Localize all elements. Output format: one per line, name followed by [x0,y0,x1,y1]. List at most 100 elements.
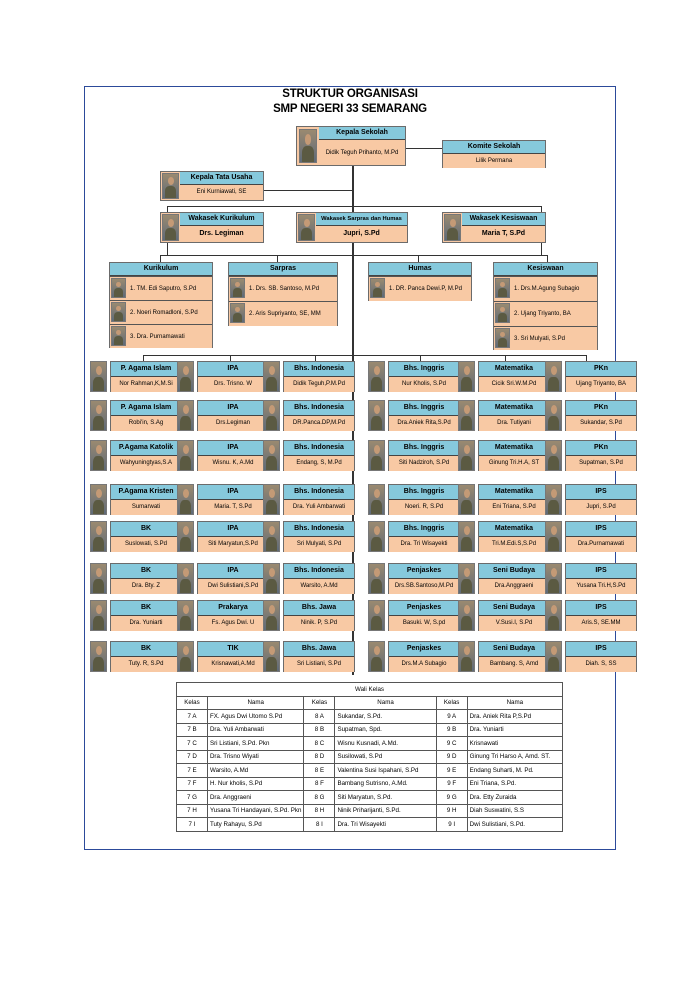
teacher-photo [545,600,562,631]
nama-cell: Dra. Anggraeni [206,790,305,805]
unit-member: 1. Drs.M.Agung Subagio [494,276,597,301]
nama-cell: Susilowati, S.Pd [334,749,437,764]
teacher-subject: BK [111,522,181,537]
kelas-cell: 8 G [303,790,336,805]
teacher-name: Aris.S, SE.MM [566,616,636,631]
teacher-photo [458,400,475,431]
teacher-photo [545,400,562,431]
nama-cell: Sri Listiani, S.Pd. Pkn [206,736,305,751]
unit-title: Kesiswaan [494,263,597,276]
teacher-name: Diah. S, SS [566,657,636,672]
wakasek-kesiswaan-box: Wakasek Kesiswaan Maria T, S.Pd [442,212,546,243]
nama-cell: Dra. Etty Zuraida [466,790,564,805]
teacher-photo [263,440,280,471]
teacher-name: Dra.Purnamawati [566,537,636,552]
nama-cell: Wisnu Kusnadi, A.Md. [334,736,437,751]
teacher-name: Suslowati, S.Pd [111,537,181,552]
teacher-photo [545,361,562,392]
teacher-name: Dra. Bty. Z [111,579,181,594]
wali-kelas-title: Wali Kelas [176,682,563,697]
kelas-cell: 7 B [176,722,208,737]
kelas-cell: 8 D [303,749,336,764]
teacher-name: Dra. Tri Wisayekti [389,537,459,552]
unit-kurikulum-box: Kurikulum 1. TM. Edi Saputro, S.Pd 2. No… [109,262,213,348]
unit-kesiswaan-box: Kesiswaan 1. Drs.M.Agung Subagio 2. Ujan… [493,262,598,350]
teacher-subject: BK [111,564,181,579]
photo-avatar [299,129,317,163]
nama-cell: Dwi Sulistiani, S.Pd. [466,817,564,832]
kelas-cell: 9 D [435,749,468,764]
nama-cell: Ninik Priharijanti, S.Pd. [334,803,437,818]
photo-avatar [111,326,126,346]
teacher-name: Didik Teguh,P.M.Pd [284,377,354,392]
nama-cell: Warsito, A.Md [206,763,305,778]
teacher-subject: Bhs. Indonesia [284,401,354,416]
photo-avatar [444,214,461,241]
kelas-cell: 7 F [176,776,208,791]
teacher-photo [177,484,194,515]
teacher-subject: IPA [198,401,268,416]
teacher-name: Drs. Trisno. W [198,377,268,392]
teacher-photo [545,484,562,515]
teacher-subject: Bhs. Jawa [284,642,354,657]
kelas-cell: 8 I [303,817,336,832]
kepala-sekolah-name: Didik Teguh Prihanto, M.Pd [319,141,405,165]
nama-cell: Dra. Trisno Wiyati [206,749,305,764]
teacher-photo [368,563,385,594]
teacher-subject: Matematika [479,485,549,500]
wakasek-kurikulum-box: Wakasek Kurikulum Drs. Legiman [160,212,264,243]
teacher-subject: Bhs. Jawa [284,601,354,616]
teacher-name: Dra. Yuniarti [111,616,181,631]
tata-usaha-title: Kepala Tata Usaha [180,172,263,185]
kelas-cell: 7 D [176,749,208,764]
teacher-subject: Bhs. Inggris [389,485,459,500]
nama-cell: Dra. Aniek Rita P,S.Pd [466,709,564,724]
nama-cell: Ginung Tri Harso A, Amd. ST. [466,749,564,764]
wakasek-title: Wakasek Kurikulum [180,213,263,226]
document-subtitle: SMP NEGERI 33 SEMARANG [273,103,427,115]
teacher-name: Dwi Sulistiani,S.Pd [198,579,268,594]
teacher-photo [368,641,385,672]
kelas-cell: 7 H [176,803,208,818]
teacher-name: Ginung Tri.H.A, ST [479,456,549,471]
teacher-subject: TIK [198,642,268,657]
teacher-photo [90,600,107,631]
teacher-subject: IPA [198,362,268,377]
nama-cell: Yusana Tri Handayani, S.Pd. Pkn [206,803,305,818]
teacher-photo [177,563,194,594]
teacher-photo [458,440,475,471]
teacher-subject: P. Agama Islam [111,401,181,416]
photo-avatar [495,328,510,348]
teacher-photo [368,484,385,515]
teacher-name: Bambang. S, Amd [479,657,549,672]
photo-avatar [162,173,179,199]
teacher-subject: P.Agama Katolik [111,441,181,456]
unit-title: Humas [369,263,471,276]
nama-cell: Supatman, Spd. [334,722,437,737]
unit-sarpras-box: Sarpras 1. Drs. SB. Santoso, M.Pd 2. Ari… [228,262,338,326]
teacher-subject: Bhs. Inggris [389,441,459,456]
wakasek-sarpras-box: Wakasek Sarpras dan Humas Jupri, S.Pd [296,212,408,243]
